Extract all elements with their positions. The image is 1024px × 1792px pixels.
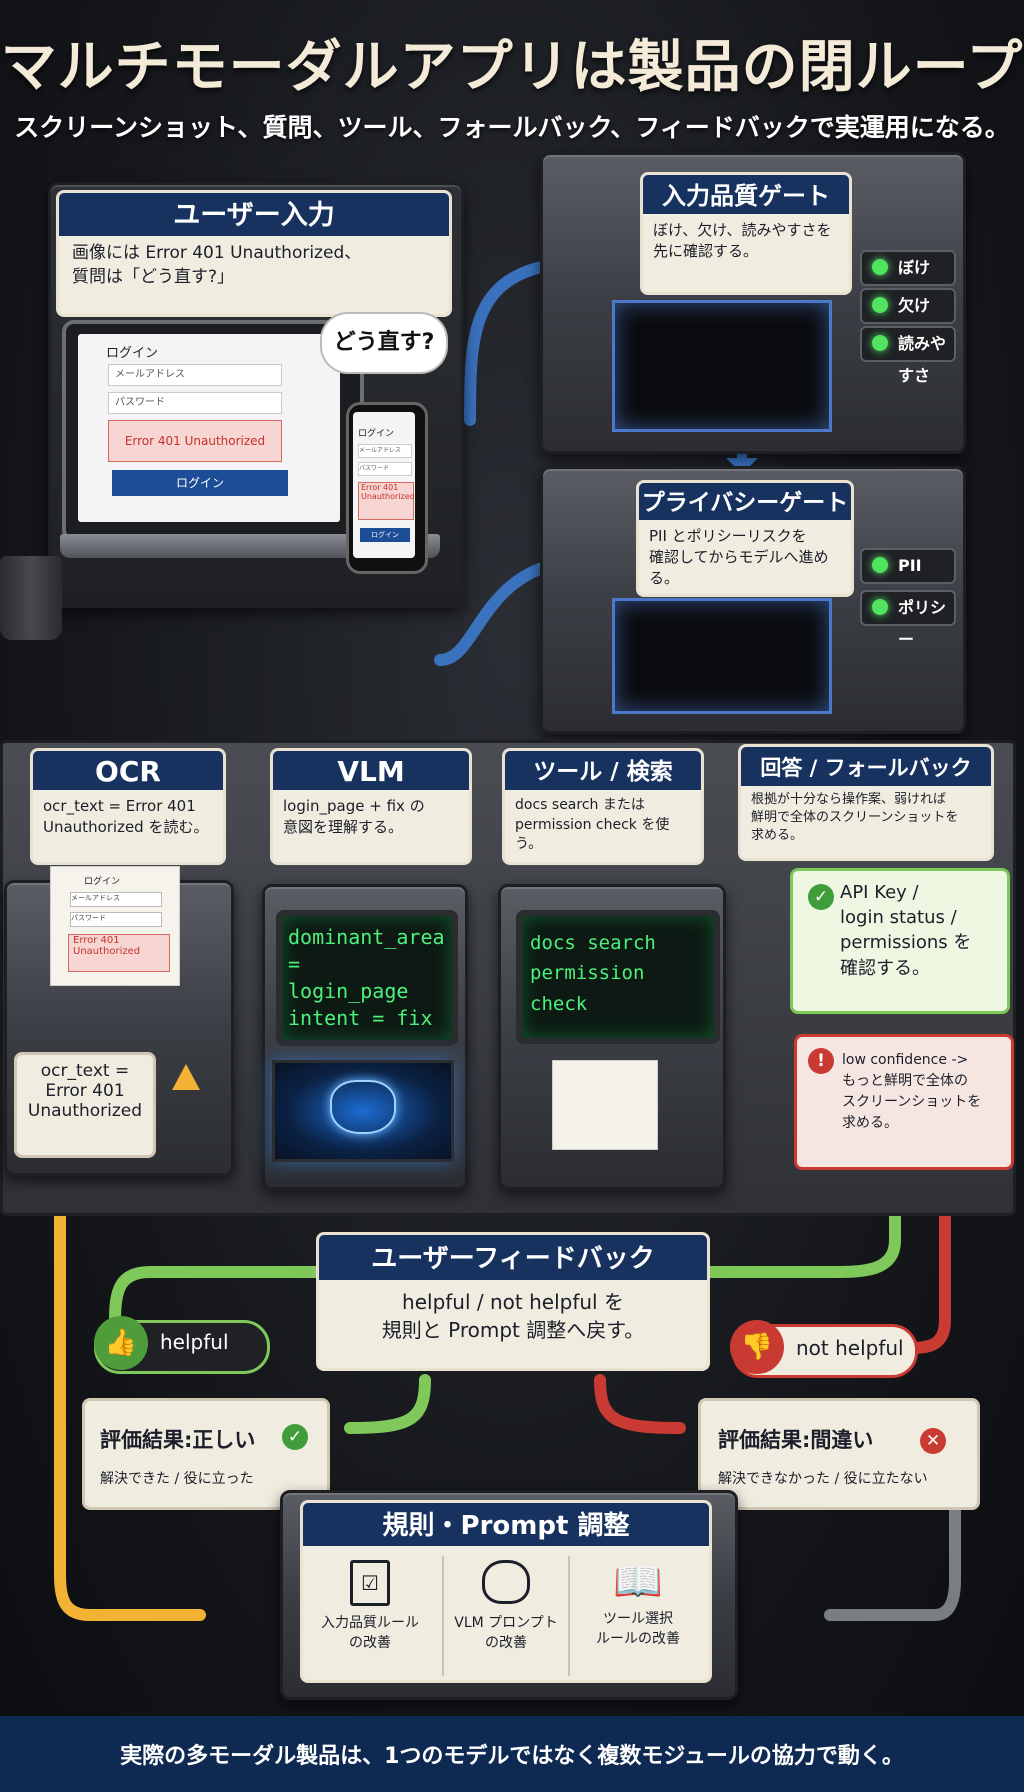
phone-password-input[interactable]: パスワード	[358, 462, 412, 476]
vlm-title: VLM	[270, 748, 472, 793]
tools-document	[552, 1060, 658, 1150]
tools-title: ツール / 検索	[502, 748, 704, 793]
quality-gate-chamber	[612, 300, 832, 432]
check-circle-icon: ✓	[282, 1424, 308, 1450]
answer-success-text: API Key / login status / permissions を 確…	[840, 882, 972, 979]
warning-icon	[172, 1064, 200, 1090]
eval-bad-card	[698, 1398, 980, 1510]
laptop-email-input[interactable]: メールアドレス	[108, 364, 282, 386]
vlm-screen: dominant_area = login_page intent = fix	[276, 910, 458, 1046]
footer-text: 実際の多モーダル製品は、1つのモデルではなく複数モジュールの協力で動く。	[120, 1744, 904, 1769]
status-dot-icon	[872, 599, 888, 615]
answer-title: 回答 / フォールバック	[738, 744, 994, 789]
checklist-icon: ☑	[350, 1560, 390, 1606]
tools-desc: docs search または permission check を使う。	[502, 790, 704, 865]
ocr-paper-error: Error 401 Unauthorized	[68, 934, 170, 972]
tuning-title: 規則・Prompt 調整	[300, 1500, 712, 1549]
status-dot-icon	[872, 335, 888, 351]
quality-gate-check-1: 欠け	[860, 288, 956, 324]
phone-login-button[interactable]: ログイン	[360, 528, 410, 542]
vlm-desc: login_page + fix の 意図を理解する。	[270, 790, 472, 865]
pipe-tuning-right	[824, 1504, 961, 1621]
status-dot-icon	[872, 259, 888, 275]
privacy-gate-chamber	[612, 598, 832, 714]
answer-fallback-text: low confidence -> もっと鮮明で全体の スクリーンショットを 求…	[842, 1052, 982, 1131]
quality-gate-desc: ぼけ、欠け、読みやすさを 先に確認する。	[640, 214, 852, 295]
ocr-title: OCR	[30, 748, 226, 793]
eval-bad-title: 評価結果:間違い	[718, 1428, 874, 1452]
feedback-title: ユーザーフィードバック	[316, 1232, 710, 1283]
privacy-gate-check-0: PII	[860, 548, 956, 584]
brain-icon	[482, 1560, 530, 1604]
eval-bad-sub: 解決できなかった / 役に立たない	[718, 1471, 928, 1487]
page-subtitle: スクリーンショット、質問、ツール、フォールバック、フィードバックで実運用になる。	[14, 113, 1010, 142]
coffee-mug	[0, 556, 62, 640]
ocr-desc: ocr_text = Error 401 Unauthorized を読む。	[30, 790, 226, 865]
neural-brain-icon	[330, 1080, 396, 1134]
ocr-output: ocr_text = Error 401 Unauthorized	[14, 1052, 156, 1158]
pipe-tuning-return	[54, 1169, 206, 1621]
privacy-gate-title: プライバシーゲート	[636, 480, 854, 523]
answer-success-card	[790, 868, 1010, 1014]
laptop-login-title: ログイン	[106, 346, 159, 361]
phone-error-box: Error 401 Unauthorized	[358, 482, 415, 520]
ocr-paper-email: メールアドレス	[70, 892, 162, 907]
tuning-item-tools: 📖 ツール選択 ルールの改善	[576, 1556, 700, 1676]
tuning-panel	[300, 1546, 712, 1683]
ocr-paper-password: パスワード	[70, 912, 162, 927]
pipe-success-feedback	[694, 1169, 901, 1278]
tuning-item-vlm: VLM プロンプト の改善	[442, 1556, 570, 1676]
quality-gate-check-0: ぼけ	[860, 250, 956, 286]
x-circle-icon: ✕	[920, 1428, 946, 1454]
page-title: マルチモーダルアプリは製品の閉ループ	[0, 35, 1024, 100]
helpful-label: helpful	[160, 1330, 229, 1354]
privacy-gate-check-1: ポリシー	[860, 590, 956, 649]
phone-login-title: ログイン	[358, 429, 395, 439]
eval-good-sub: 解決できた / 役に立った	[100, 1471, 254, 1487]
error-circle-icon: !	[808, 1048, 834, 1074]
quality-gate-title: 入力品質ゲート	[640, 172, 852, 217]
status-dot-icon	[872, 557, 888, 573]
speech-bubble: どう直す?	[320, 312, 448, 374]
status-dot-icon	[872, 297, 888, 313]
privacy-gate-desc: PII とポリシーリスクを 確認してからモデルへ進める。	[636, 520, 854, 597]
pipe-feedback-helpful	[109, 1266, 326, 1326]
answer-desc: 根拠が十分なら操作案、弱ければ 鮮明で全体のスクリーンショットを 求める。	[738, 786, 994, 861]
footer-bar	[0, 1716, 1024, 1792]
user-input-title: ユーザー入力	[56, 190, 452, 239]
laptop-login-button[interactable]: ログイン	[112, 470, 288, 496]
quality-gate-check-2: 読みやすさ	[860, 326, 956, 385]
ocr-paper-login: ログイン	[84, 877, 121, 887]
feedback-desc: helpful / not helpful を 規則と Prompt 調整へ戻す…	[316, 1280, 710, 1371]
thumbs-down-icon: 👎	[730, 1320, 784, 1374]
vlm-brain-scanner	[272, 1060, 454, 1162]
laptop-password-input[interactable]: パスワード	[108, 392, 282, 414]
not-helpful-label: not helpful	[796, 1336, 904, 1360]
laptop-error-box: Error 401 Unauthorized	[108, 420, 282, 462]
eval-good-title: 評価結果:正しい	[100, 1428, 256, 1452]
user-input-desc: 画像には Error 401 Unauthorized、 質問は「どう直す?」	[56, 236, 452, 317]
tools-screen: docs search permission check	[516, 910, 720, 1044]
phone-email-input[interactable]: メールアドレス	[358, 444, 412, 458]
thumbs-up-icon: 👍	[94, 1316, 148, 1370]
pipe-feedback-bad	[594, 1374, 686, 1434]
open-book-icon: 📖	[613, 1559, 663, 1605]
pipe-feedback-good	[344, 1374, 431, 1434]
tuning-item-quality: ☑ 入力品質ルール の改善	[308, 1556, 432, 1676]
check-circle-icon: ✓	[808, 884, 834, 910]
